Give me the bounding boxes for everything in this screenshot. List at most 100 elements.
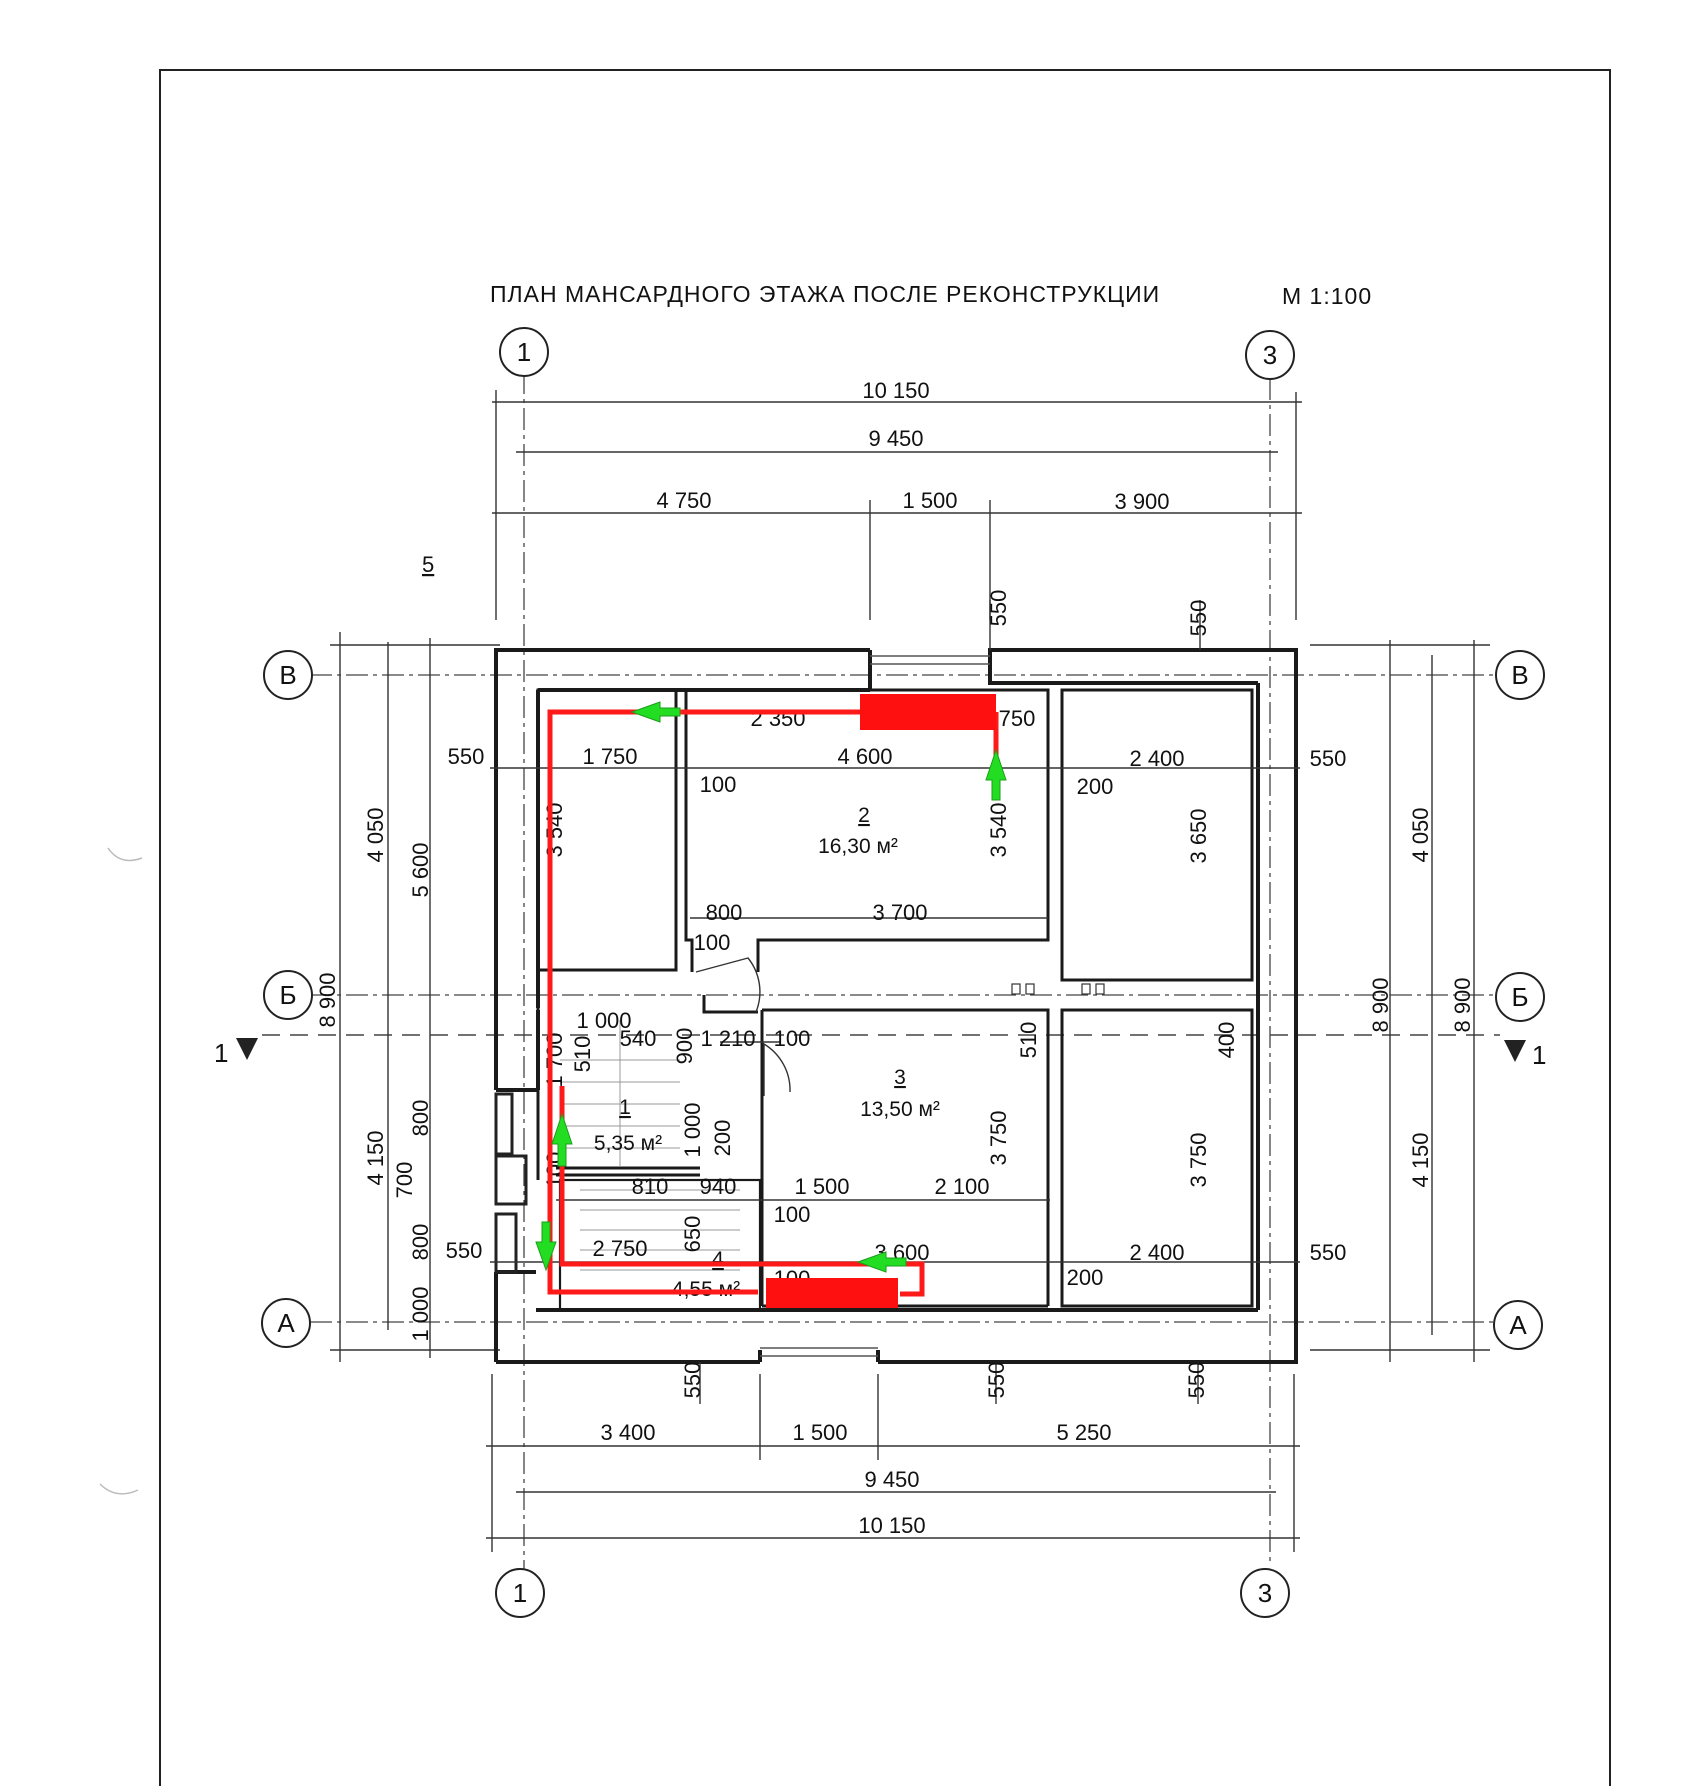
- heating-pipe-return: [559, 1086, 925, 1297]
- dim-1000-vertical: 1 000: [680, 1102, 705, 1157]
- svg-text:А: А: [277, 1308, 295, 1338]
- sheet-frame: [159, 69, 1611, 1786]
- dim-right-overall-a: 8 900: [1368, 977, 1393, 1032]
- dim-bottom-seg1: 3 400: [600, 1420, 655, 1445]
- svg-text:3: 3: [1263, 340, 1277, 370]
- room-3-number: 3: [894, 1066, 906, 1089]
- dim-left-700: 700: [392, 1162, 417, 1199]
- flow-arrow-up-icon: [985, 748, 1007, 801]
- dim-left-800a: 800: [408, 1100, 433, 1137]
- dim-top-overall: 10 150: [862, 378, 929, 403]
- axis-bubble-3-bottom: 3: [1240, 1568, 1290, 1618]
- axis-bubble-a-left: А: [261, 1298, 311, 1348]
- flow-arrow-left-icon: [630, 701, 681, 723]
- binder-hole-mark-2: [99, 1483, 139, 1495]
- dim-wall-550-top-1: 550: [986, 590, 1011, 627]
- room-2-number: 2: [858, 804, 870, 827]
- dim-4600: 4 600: [837, 744, 892, 769]
- svg-text:В: В: [279, 660, 296, 690]
- radiator-room-4: [766, 1278, 898, 1308]
- section-mark-right: 1: [1504, 1040, 1546, 1070]
- dim-3540-left: 3 540: [542, 802, 567, 857]
- svg-text:Б: Б: [1511, 982, 1528, 1012]
- dim-bottom-seg3: 5 250: [1056, 1420, 1111, 1445]
- svg-text:3: 3: [1258, 1578, 1272, 1608]
- dim-wall-550-right-upper: 550: [1310, 746, 1347, 771]
- dim-3750-room3: 3 750: [986, 1110, 1011, 1165]
- dim-wall-550-bottom-1: 550: [680, 1362, 705, 1399]
- dim-wall-550-top-2: 550: [1186, 600, 1211, 637]
- dim-top-seg2: 1 500: [902, 488, 957, 513]
- binder-hole-mark-1: [107, 847, 143, 862]
- dim-810: 810: [632, 1174, 669, 1199]
- axis-bubble-v-right: В: [1495, 650, 1545, 700]
- dim-top-seg3: 3 900: [1114, 489, 1169, 514]
- axis-bubble-1-top: 1: [499, 327, 549, 377]
- dim-right-upper: 4 050: [1408, 807, 1433, 862]
- heating-pipe-route: [547, 694, 999, 1308]
- svg-text:Б: Б: [279, 980, 296, 1010]
- room-3-area: 13,50 м²: [860, 1098, 940, 1121]
- dim-3650: 3 650: [1186, 808, 1211, 863]
- svg-text:А: А: [1509, 1310, 1527, 1340]
- top-dim-lines: [492, 390, 1302, 620]
- dim-200-stair: 200: [710, 1120, 735, 1157]
- axis-bubble-v-left: В: [263, 650, 313, 700]
- dim-top-seg1: 4 750: [656, 488, 711, 513]
- dim-2400-upper: 2 400: [1129, 746, 1184, 771]
- radiator-room-2: [860, 694, 996, 730]
- dim-bottom-overall: 10 150: [858, 1513, 925, 1538]
- plan-title: ПЛАН МАНСАРДНОГО ЭТАЖА ПОСЛЕ РЕКОНСТРУКЦ…: [490, 281, 1160, 307]
- side-note: 5: [422, 552, 434, 577]
- dim-left-inner: 5 600: [408, 842, 433, 897]
- bottom-dim-lines: [486, 1374, 1300, 1552]
- dim-top-axes: 9 450: [868, 426, 923, 451]
- dim-100-room3: 100: [774, 1202, 811, 1227]
- dim-400: 400: [1214, 1022, 1239, 1059]
- plan-scale: М 1:100: [1282, 283, 1372, 309]
- dim-2400-lower: 2 400: [1129, 1240, 1184, 1265]
- section-mark-left: 1: [214, 1038, 258, 1068]
- room-1-area: 5,35 м²: [594, 1132, 662, 1155]
- dim-3540-right: 3 540: [986, 802, 1011, 857]
- dim-750: 750: [999, 706, 1036, 731]
- dim-left-1000: 1 000: [408, 1286, 433, 1341]
- room-partitions: [536, 688, 1254, 1312]
- dim-left-800b: 800: [408, 1224, 433, 1261]
- dim-wall-550-bottom-3: 550: [1184, 1362, 1209, 1399]
- svg-text:1: 1: [1532, 1040, 1546, 1070]
- svg-text:1: 1: [517, 337, 531, 367]
- dim-200-upper: 200: [1077, 774, 1114, 799]
- dim-left-upper: 4 050: [363, 807, 388, 862]
- flow-arrow-up-stair-icon: [551, 1112, 573, 1167]
- dim-200-lower: 200: [1067, 1265, 1104, 1290]
- left-dim-lines: [330, 632, 500, 1362]
- svg-text:В: В: [1511, 660, 1528, 690]
- dim-3700: 3 700: [872, 900, 927, 925]
- dim-100-hall: 100: [774, 1026, 811, 1051]
- dim-100-door: 100: [694, 930, 731, 955]
- dim-1700: 1 700: [542, 1032, 567, 1087]
- dim-bottom-seg2: 1 500: [792, 1420, 847, 1445]
- axis-bubble-b-right: Б: [1495, 972, 1545, 1022]
- axis-bubble-3-top: 3: [1245, 330, 1295, 380]
- dim-900: 900: [672, 1028, 697, 1065]
- dim-left-overall: 8 900: [315, 972, 340, 1027]
- dim-100-room2: 100: [700, 772, 737, 797]
- dim-650: 650: [680, 1216, 705, 1253]
- dim-1000-stair: 1 000: [576, 1008, 631, 1033]
- dim-right-overall-b: 8 900: [1450, 977, 1475, 1032]
- room-4-number: 4: [712, 1248, 724, 1271]
- flow-arrow-left-bottom-icon: [856, 1251, 907, 1273]
- room-2-area: 16,30 м²: [818, 835, 898, 858]
- dim-1750: 1 750: [582, 744, 637, 769]
- dim-1210: 1 210: [700, 1026, 755, 1051]
- svg-text:1: 1: [513, 1578, 527, 1608]
- axis-bubble-a-right: А: [1493, 1300, 1543, 1350]
- dim-2100: 2 100: [934, 1174, 989, 1199]
- dim-3750-right: 3 750: [1186, 1132, 1211, 1187]
- dim-wall-550-right-lower: 550: [1310, 1240, 1347, 1265]
- dim-1500-inner: 1 500: [794, 1174, 849, 1199]
